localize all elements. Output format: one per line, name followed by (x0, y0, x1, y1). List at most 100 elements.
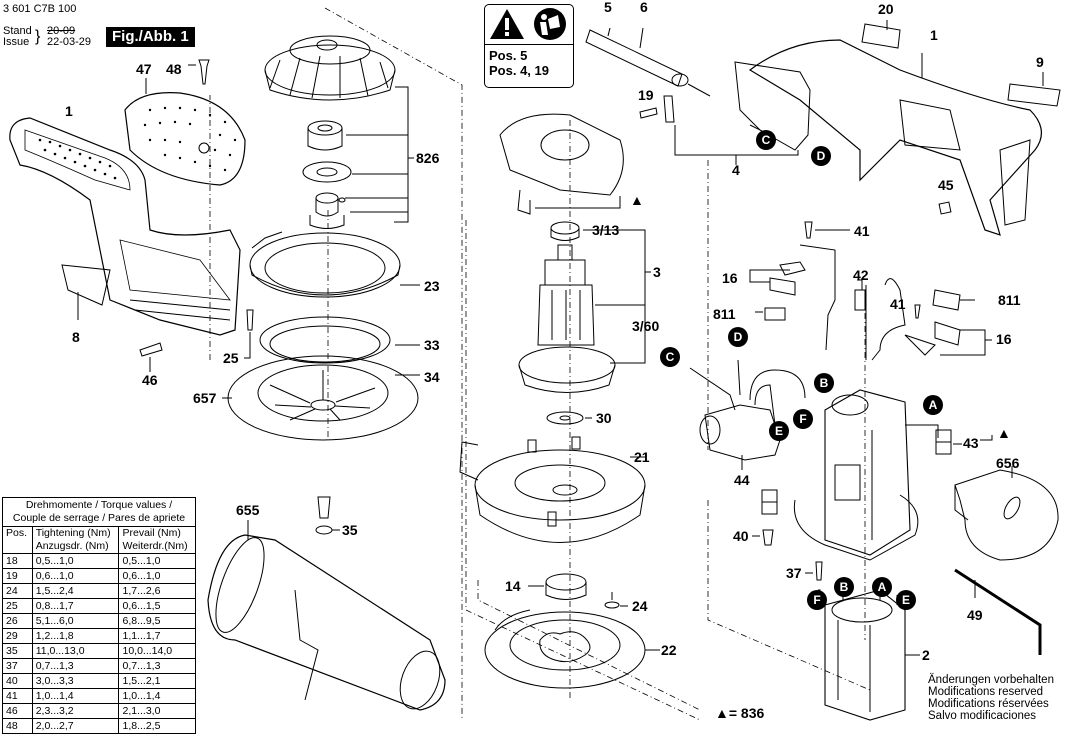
part-motor-housing (793, 389, 919, 561)
label-part-655: 655 (236, 502, 260, 518)
cell-tightening: 2,3...3,2 (31, 703, 120, 719)
legend-836: ▲= 836 (715, 705, 765, 721)
cell-tightening: 0,6...1,0 (31, 568, 120, 584)
part-label-20 (861, 23, 901, 49)
cell-pos: 18 (2, 553, 33, 569)
read-manual-icon (534, 8, 566, 40)
label-part-34: 34 (424, 369, 440, 385)
part-housing-left (9, 117, 241, 336)
connector-marker-d: D (811, 146, 831, 166)
label-part-6: 6 (640, 0, 648, 15)
part-guard-22 (484, 609, 646, 689)
part-housing-right (748, 39, 1042, 236)
cell-pos: 48 (2, 718, 33, 734)
part-power-cord-5-6 (585, 27, 711, 97)
warning-line-2: Pos. 4, 19 (489, 63, 549, 78)
warning-divider (485, 44, 573, 45)
label-part-14: 14 (505, 578, 521, 594)
cell-prevail: 1,0...1,4 (118, 688, 196, 704)
cell-tightening: 3,0...3,3 (31, 673, 120, 689)
label-part-40: 40 (733, 528, 749, 544)
label-part-43: 43 (963, 435, 979, 451)
cell-prevail: 0,6...1,5 (118, 598, 196, 614)
cell-tightening: 2,0...2,7 (31, 718, 120, 734)
label-part-30: 30 (596, 410, 612, 426)
label-part-8: 8 (72, 329, 80, 345)
triangle-legend-icon: ▲ (715, 705, 729, 721)
part-dust-box-655 (207, 534, 446, 711)
part-bearing-flange-836 (499, 113, 624, 215)
connector-marker-a: A (872, 577, 892, 597)
torque-table-header: Pos. Tightening (Nm)Anzugsdr. (Nm) Preva… (2, 526, 196, 554)
cell-prevail: 1,7...2,6 (118, 583, 196, 599)
label-part-3: 3 (653, 264, 661, 280)
modifications-notice: Änderungen vorbehalten Modifications res… (928, 674, 1054, 722)
warning-line-1: Pos. 5 (489, 48, 528, 63)
cell-pos: 35 (2, 643, 33, 659)
label-part-45: 45 (938, 177, 954, 193)
cell-prevail: 1,8...2,5 (118, 718, 196, 734)
cell-prevail: 0,6...1,0 (118, 568, 196, 584)
label-part-3-60: 3/60 (632, 318, 660, 334)
label-part-5: 5 (604, 0, 612, 15)
part-gear-housing-21 (459, 436, 646, 543)
col-prevail: Prevail (Nm)Weiterdr.(Nm) (118, 526, 196, 554)
label-part-33: 33 (424, 337, 440, 353)
cell-pos: 26 (2, 613, 33, 629)
label-part-656: 656 (996, 455, 1020, 471)
cell-tightening: 0,8...1,7 (31, 598, 120, 614)
triangle-marker-icon: ▲ (997, 425, 1011, 441)
label-part-21: 21 (634, 449, 650, 465)
label-part-16-left: 16 (722, 270, 738, 286)
label-part-49: 49 (967, 607, 983, 623)
label-part-2: 2 (922, 647, 930, 663)
connector-marker-e: E (769, 421, 789, 441)
cell-pos: 41 (2, 688, 33, 704)
part-armature-3 (518, 244, 616, 393)
label-part-1-left: 1 (65, 103, 73, 119)
connector-marker-f: F (793, 409, 813, 429)
assembly-boundary-lines (209, 7, 871, 721)
cell-pos: 46 (2, 703, 33, 719)
part-backing-pad-657 (227, 355, 419, 441)
label-part-811-left: 811 (713, 306, 736, 322)
warning-triangle-icon (490, 9, 524, 39)
part-fan-826 (264, 35, 396, 101)
cell-tightening: 1,0...1,4 (31, 688, 120, 704)
label-part-22: 22 (661, 642, 677, 658)
part-electronics-44 (689, 359, 806, 461)
label-part-35: 35 (342, 522, 358, 538)
part-number: 3 601 C7B 100 (3, 3, 77, 15)
part-ring-23 (249, 231, 401, 298)
connector-marker-b: B (834, 577, 854, 597)
label-part-657: 657 (193, 390, 217, 406)
label-part-48: 48 (166, 61, 182, 77)
part-field-2 (824, 589, 906, 721)
part-label-plate-8 (61, 264, 111, 306)
cell-pos: 40 (2, 673, 33, 689)
torque-values-table: Drehmomente / Torque values / Couple de … (2, 497, 196, 734)
label-part-47: 47 (136, 61, 152, 77)
label-part-4: 4 (732, 162, 740, 178)
label-part-25: 25 (223, 350, 239, 366)
torque-table-title: Drehmomente / Torque values / Couple de … (2, 497, 196, 527)
issue-date: 22-03-29 (47, 36, 92, 48)
cell-pos: 37 (2, 658, 33, 674)
connector-marker-c: C (756, 130, 776, 150)
part-bearing (307, 120, 343, 151)
label-part-811-right: 811 (998, 292, 1021, 308)
part-switch-4 (734, 61, 811, 151)
cell-pos: 29 (2, 628, 33, 644)
label-part-37: 37 (786, 565, 802, 581)
label-part-41-mid: 41 (890, 296, 906, 312)
part-cover-47 (124, 92, 246, 186)
label-part-46: 46 (142, 372, 158, 388)
label-part-3-13: 3/13 (592, 222, 620, 238)
